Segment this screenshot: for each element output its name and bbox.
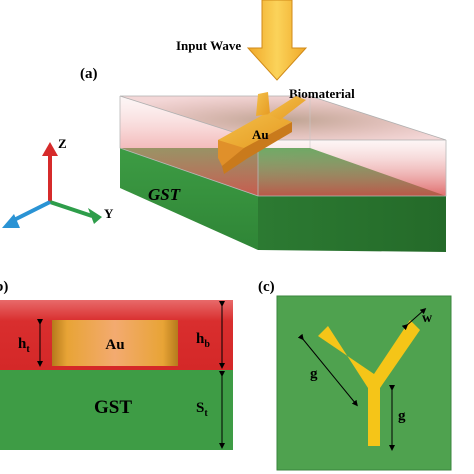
- au-label-b: Au: [105, 337, 124, 353]
- au-label-a: Au: [252, 127, 269, 142]
- panel-b: (b) Au GST ht hb St: [0, 279, 233, 450]
- au-cross-section: [52, 320, 178, 366]
- au-branch-right: [268, 96, 306, 120]
- g-stem-label: g: [398, 408, 406, 424]
- au-arm-top: [218, 112, 292, 148]
- input-wave-label: Input Wave: [176, 38, 241, 53]
- gst-right-face: [258, 196, 446, 252]
- hb-label: hb: [196, 331, 210, 350]
- gst-label-b: GST: [94, 397, 132, 418]
- w-dimension-arrow: [401, 308, 427, 331]
- biomaterial-label: Biomaterial: [289, 86, 355, 101]
- coordinate-axes: Z Y: [2, 136, 114, 228]
- au-branch-left: [256, 92, 270, 116]
- gst-cross-section: [0, 370, 233, 450]
- st-label: St: [196, 400, 208, 419]
- g-arm-dimension-arrow: [297, 333, 358, 407]
- panel-a: (a) GST Biomaterial Au: [2, 0, 447, 252]
- au-arm-side: [222, 122, 292, 174]
- au-y-antenna-3d: Au: [218, 92, 306, 174]
- w-label: w: [422, 311, 433, 326]
- panel-a-label: (a): [80, 66, 98, 82]
- gst-label-a: GST: [148, 185, 181, 204]
- panel-c: (c) w g g: [258, 279, 452, 471]
- gst-left-face: [120, 148, 258, 250]
- panel-b-label: (b): [0, 279, 8, 295]
- z-axis-label: Z: [58, 136, 67, 151]
- input-wave-arrow: [246, 0, 308, 81]
- biomaterial-right-face: [258, 140, 446, 196]
- g-arm-label: g: [310, 366, 318, 382]
- x-axis: [9, 200, 51, 224]
- ht-label: ht: [18, 336, 30, 355]
- y-axis: [49, 200, 93, 218]
- y-axis-label: Y: [104, 206, 114, 221]
- panel-c-label: (c): [258, 279, 275, 295]
